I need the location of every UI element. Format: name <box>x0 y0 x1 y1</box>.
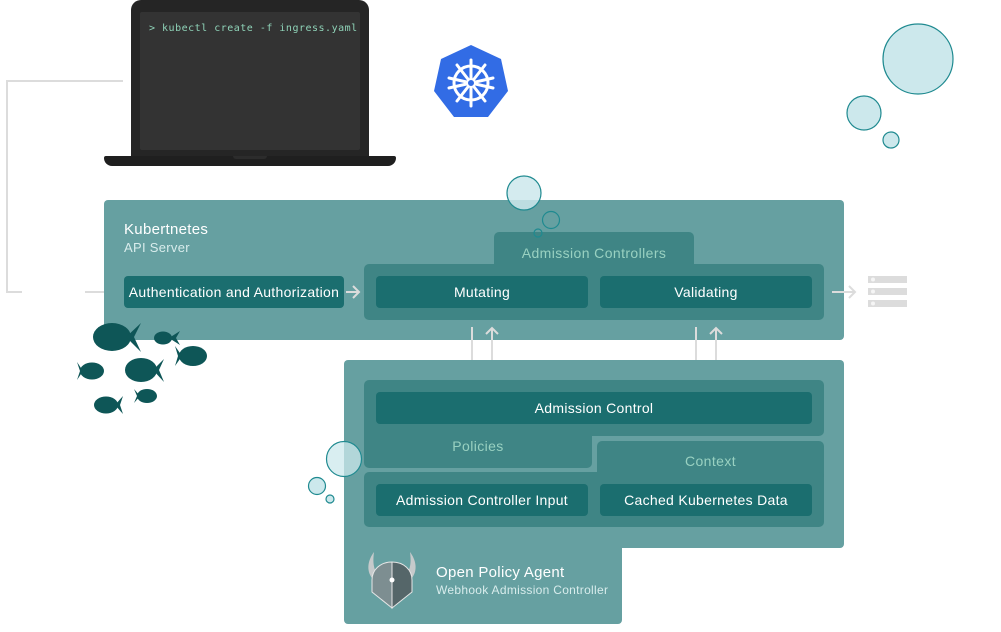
validating-box[interactable]: Validating <box>600 276 812 308</box>
terminal-command: > kubectl create -f ingress.yaml <box>149 23 358 34</box>
authentication-authorization-box[interactable]: Authentication and Authorization <box>124 276 344 308</box>
fish-icon <box>175 346 207 366</box>
admission-control-box[interactable]: Admission Control <box>376 392 812 424</box>
bubble-icon <box>325 494 335 504</box>
fish-icon <box>125 358 164 382</box>
policies-tab: Policies <box>364 430 592 468</box>
kubernetes-helm-icon <box>434 45 508 117</box>
bubble-icon <box>882 23 954 95</box>
context-label: Context <box>684 453 737 469</box>
policies-label: Policies <box>452 438 504 454</box>
context-group: Admission Controller Input Cached Kubern… <box>364 472 824 527</box>
opa-viking-helmet-icon <box>368 552 416 610</box>
opa-subtitle: Webhook Admission Controller <box>436 583 609 597</box>
mutating-box[interactable]: Mutating <box>376 276 588 308</box>
fish-icon <box>134 389 157 403</box>
api-server-panel: Kubertnetes API Server Authentication an… <box>104 200 844 340</box>
admission-controllers-group: Mutating Validating <box>364 264 824 320</box>
bubble-icon <box>307 476 327 496</box>
bubble-icon <box>506 175 542 211</box>
api-server-title: Kubertnetes <box>124 221 209 238</box>
fish-icon <box>77 362 104 380</box>
api-server-subtitle: API Server <box>124 240 190 255</box>
bubble-icon <box>882 131 900 149</box>
admission-controller-input-box[interactable]: Admission Controller Input <box>376 484 588 516</box>
bubble-icon <box>846 95 882 131</box>
bubble-icon <box>541 210 561 230</box>
bubble-icon <box>533 228 543 238</box>
admission-controllers-label: Admission Controllers <box>521 245 667 261</box>
fish-icon <box>93 323 141 352</box>
fish-icon <box>154 331 180 345</box>
bubble-icon <box>325 440 363 478</box>
opa-title: Open Policy Agent <box>436 564 565 581</box>
fish-icon <box>94 396 123 414</box>
terminal-screen: > kubectl create -f ingress.yaml <box>140 12 360 150</box>
database-server-icon <box>868 276 907 307</box>
cached-kubernetes-data-box[interactable]: Cached Kubernetes Data <box>600 484 812 516</box>
